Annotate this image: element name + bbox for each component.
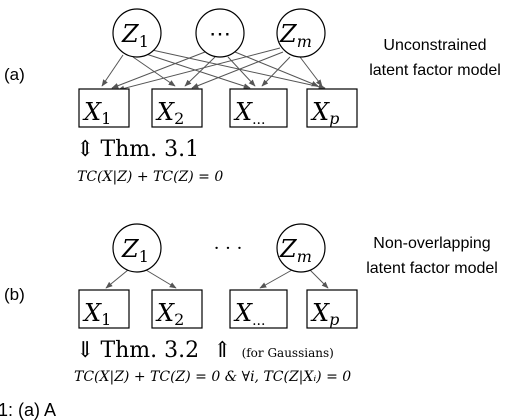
node-z1-circle (112, 8, 162, 58)
panel-a: (a) Z1 ⋯ Zm (4, 8, 501, 185)
edge-z1-x4 (142, 47, 326, 90)
panel-a-title-line-1: Unconstrained (383, 37, 486, 54)
node-b-x2-text: X2 (155, 299, 184, 329)
edge-b-zm-x3 (259, 269, 293, 289)
node-z-dots-text: ⋯ (209, 22, 231, 47)
panel-a-title-line-2: latent factor model (369, 62, 501, 79)
node-b-x1-text: X1 (82, 299, 111, 329)
node-x4: Xp (306, 88, 358, 128)
node-x4-text: Xp (310, 98, 339, 128)
node-x1-text: X1 (82, 98, 111, 128)
node-b-z1-circle (112, 223, 162, 273)
node-b-z1-text: Z1 (121, 235, 149, 266)
edge-zm-x4 (299, 56, 323, 87)
node-z1: Z1 (112, 8, 162, 58)
node-b-x4-text: Xp (310, 299, 339, 329)
edge-z1-x1 (101, 54, 124, 87)
node-b-x1: X1 (78, 289, 130, 329)
edge-b-z1-x2 (145, 269, 177, 289)
node-b-zm: Zm (276, 223, 326, 273)
node-b-x3-text: X... (233, 299, 265, 329)
panel-a-edges (101, 47, 326, 92)
node-b-z1: Z1 (112, 223, 162, 273)
panel-b-label: (b) (4, 285, 25, 304)
panel-b-edges (105, 269, 329, 289)
node-x2-text: X2 (155, 98, 184, 128)
node-x3-text: X... (233, 98, 265, 128)
node-b-zm-circle (276, 223, 326, 273)
node-b-x1-box (78, 289, 130, 329)
node-z-dots-circle (195, 8, 245, 58)
node-x1-box (78, 88, 130, 128)
node-b-x3: X... (229, 289, 288, 329)
caption-fragment: 1: (a) A (0, 400, 56, 420)
edge-b-zm-x4 (309, 269, 329, 289)
double-arrow-icon: ⇕ (76, 137, 94, 162)
panel-b-note: (for Gaussians) (242, 346, 334, 360)
panel-b-theorem-line: ⇓Thm. 3.2 ⇑ (for Gaussians) (76, 338, 334, 363)
panel-b-theorem: Thm. 3.2 (100, 338, 199, 363)
panel-b-condition: TC(X|Z) + TC(Z) = 0 & ∀i, TC(Z|Xᵢ) = 0 (74, 369, 351, 385)
node-x1: X1 (78, 88, 130, 128)
node-b-z-dots: · · · (214, 238, 243, 259)
node-b-x3-box (229, 289, 288, 329)
edge-zd-x2 (184, 56, 216, 87)
node-x2-box (151, 88, 203, 128)
node-x3-box (229, 88, 288, 128)
node-x4-box (306, 88, 358, 128)
edge-zd-x3 (227, 56, 256, 87)
panel-a-theorem: Thm. 3.1 (100, 137, 199, 162)
node-zm-text: Zm (279, 20, 312, 51)
down-arrow-icon: ⇓ (76, 338, 94, 363)
node-z1-text: Z1 (121, 20, 149, 51)
node-b-x2: X2 (151, 289, 203, 329)
node-zm: Zm (276, 8, 326, 58)
panel-a-label: (a) (4, 65, 25, 84)
edge-zd-x1 (111, 51, 206, 89)
panel-b-title-line-2: latent factor model (366, 260, 498, 277)
panel-a-theorem-line: ⇕Thm. 3.1 (76, 137, 199, 162)
panel-a-condition: TC(X|Z) + TC(Z) = 0 (77, 169, 223, 185)
up-arrow-icon: ⇑ (213, 338, 231, 363)
edge-zm-x3 (261, 56, 291, 87)
edge-b-z1-x1 (105, 269, 129, 289)
node-b-zm-text: Zm (279, 235, 312, 266)
node-z-dots: ⋯ (195, 8, 245, 58)
panel-b-title-line-1: Non-overlapping (373, 235, 490, 252)
node-b-x2-box (151, 289, 203, 329)
edge-zm-x1 (117, 47, 281, 92)
edge-zd-x4 (234, 51, 319, 87)
node-b-x4: Xp (306, 289, 358, 329)
node-x3: X... (229, 88, 288, 128)
panel-b: (b) Z1 · · · Zm X1 X2 X... (4, 223, 498, 385)
node-x2: X2 (151, 88, 203, 128)
node-zm-circle (276, 8, 326, 58)
node-b-x4-box (306, 289, 358, 329)
edge-zm-x2 (191, 51, 284, 89)
